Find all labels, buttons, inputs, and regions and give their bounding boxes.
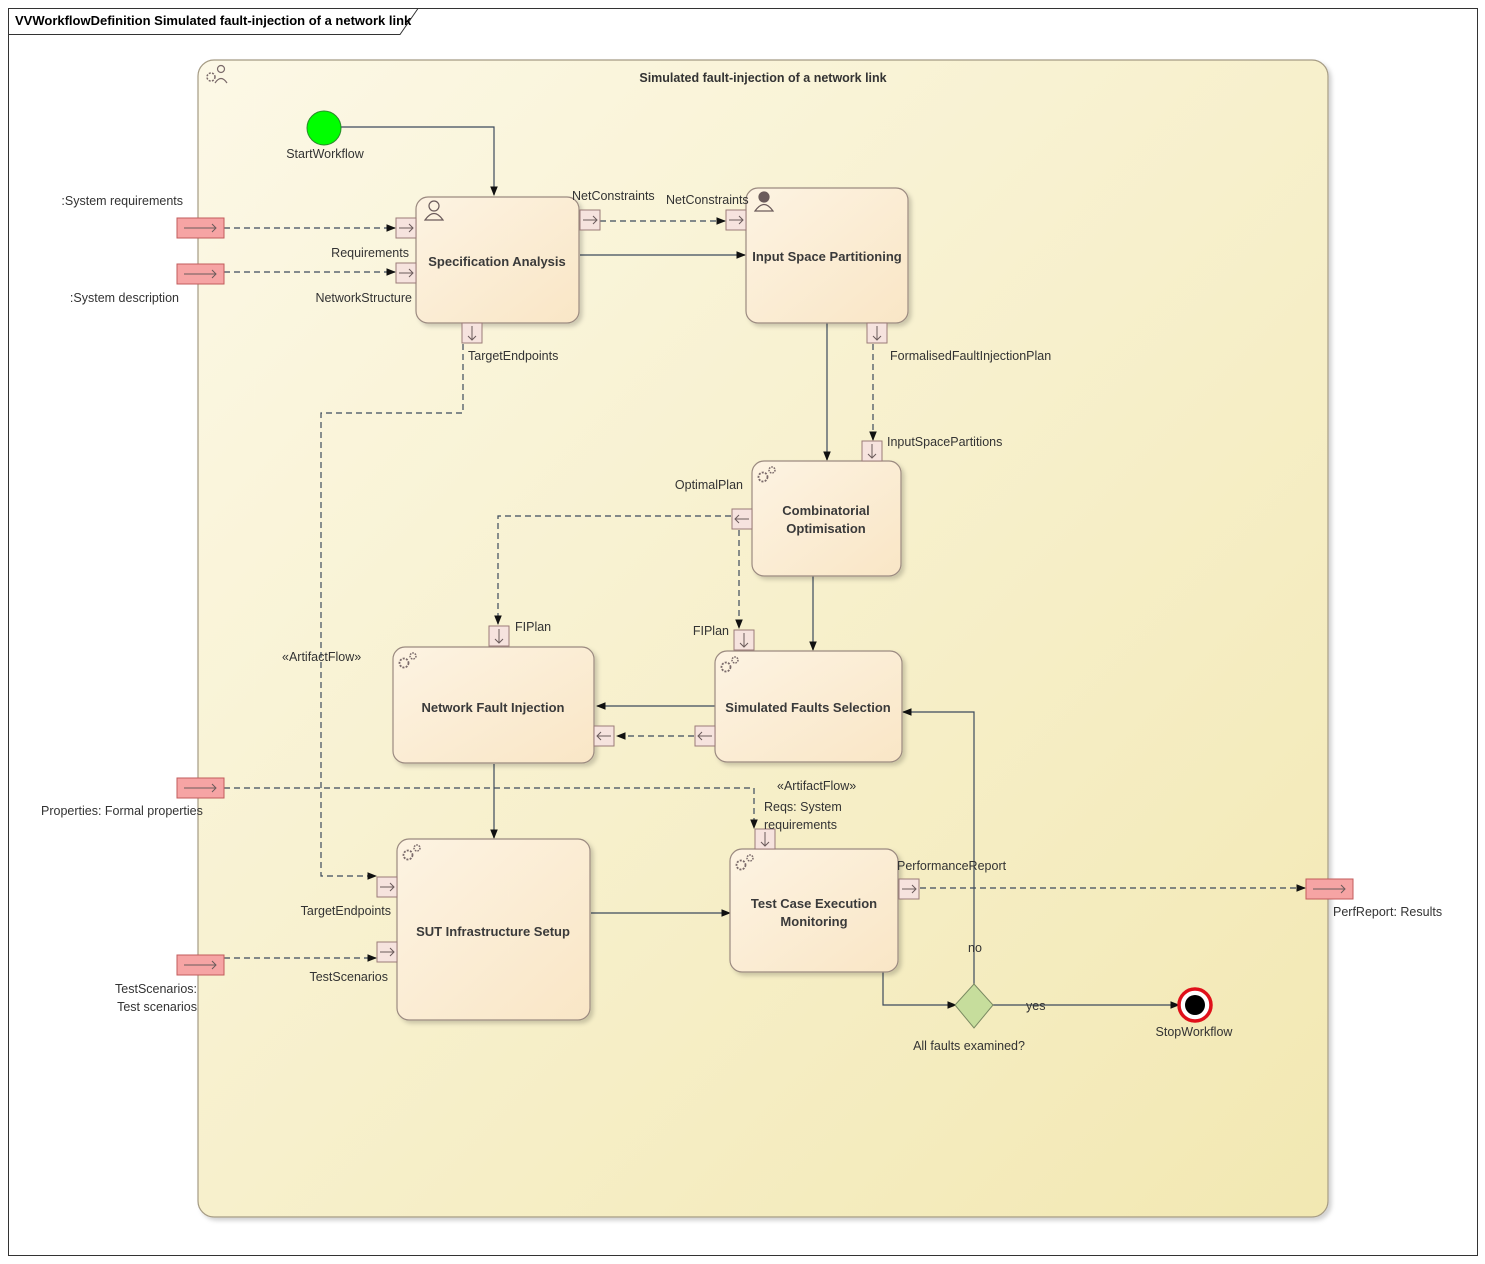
pin-label: FIPlan xyxy=(515,620,551,634)
stop-node[interactable] xyxy=(1177,987,1213,1023)
output-perf-report[interactable] xyxy=(1305,878,1354,900)
pin-label: TargetEndpoints xyxy=(468,349,558,363)
input-label: TestScenarios: xyxy=(115,982,197,996)
person-icon xyxy=(753,191,775,212)
activity-specification-analysis[interactable]: Specification Analysis xyxy=(415,196,580,324)
pin-fiplan-sfs[interactable] xyxy=(733,629,755,651)
input-properties[interactable] xyxy=(176,777,225,799)
activity-label: Network Fault Injection xyxy=(421,700,564,715)
pin-input-space-partitions[interactable] xyxy=(861,440,883,462)
pin-label: Reqs: System xyxy=(764,800,842,814)
start-label: StartWorkflow xyxy=(286,147,365,161)
pin-network-structure[interactable] xyxy=(395,262,417,284)
pin-label: TestScenarios xyxy=(309,970,388,984)
activity-label: Specification Analysis xyxy=(428,254,566,269)
input-label: Test scenarios xyxy=(117,1000,197,1014)
pin-label: FormalisedFaultInjectionPlan xyxy=(890,349,1051,363)
pin-formalised-plan[interactable] xyxy=(866,322,888,344)
activity-network-fault-injection[interactable]: Network Fault Injection xyxy=(392,646,595,764)
pin-net-constraints-in[interactable] xyxy=(725,209,747,231)
gear-person-icon xyxy=(206,64,228,84)
guard-yes: yes xyxy=(1026,999,1045,1013)
pin-nfi-in[interactable] xyxy=(593,725,615,747)
frame-title: VVWorkflowDefinition Simulated fault-inj… xyxy=(15,13,412,28)
start-node[interactable] xyxy=(306,110,342,146)
input-label: :System requirements xyxy=(61,194,183,208)
activity-input-space-partitioning[interactable]: Input Space Partitioning xyxy=(745,187,909,324)
pin-performance-report[interactable] xyxy=(898,878,920,900)
pin-label: requirements xyxy=(764,818,837,832)
gear-icon xyxy=(720,656,739,673)
gear-icon xyxy=(757,466,776,483)
activity-label: Input Space Partitioning xyxy=(752,249,902,264)
activity-label: Combinatorial xyxy=(782,503,869,518)
pin-label: TargetEndpoints xyxy=(301,904,391,918)
activity-label: Monitoring xyxy=(780,914,847,929)
pin-target-endpoints-in[interactable] xyxy=(376,876,398,898)
pin-label: Requirements xyxy=(331,246,409,260)
pin-label: NetworkStructure xyxy=(315,291,412,305)
input-test-scenarios[interactable] xyxy=(176,954,225,976)
input-system-description[interactable] xyxy=(176,263,225,285)
activity-test-case-execution-monitoring[interactable]: Test Case Execution Monitoring xyxy=(729,848,899,973)
pin-requirements[interactable] xyxy=(395,217,417,239)
pin-label: InputSpacePartitions xyxy=(887,435,1002,449)
pin-label: NetConstraints xyxy=(666,193,749,207)
decision-node[interactable] xyxy=(954,983,994,1029)
pin-label: OptimalPlan xyxy=(675,478,743,492)
pin-reqs-system[interactable] xyxy=(754,828,776,850)
activity-simulated-faults-selection[interactable]: Simulated Faults Selection xyxy=(714,650,903,763)
person-icon xyxy=(423,200,445,221)
pin-label: PerformanceReport xyxy=(897,859,1007,873)
activity-sut-infrastructure-setup[interactable]: SUT Infrastructure Setup xyxy=(396,838,591,1021)
gear-icon xyxy=(398,652,417,669)
pin-optimal-plan[interactable] xyxy=(731,508,753,530)
activity-label: Test Case Execution xyxy=(751,896,877,911)
stereotype-label: «ArtifactFlow» xyxy=(777,779,856,793)
input-label: :System description xyxy=(70,291,179,305)
activity-combinatorial-optimisation[interactable]: Combinatorial Optimisation xyxy=(751,460,902,577)
guard-no: no xyxy=(968,941,982,955)
gear-icon xyxy=(402,844,421,861)
activity-label: SUT Infrastructure Setup xyxy=(416,924,570,939)
input-system-requirements[interactable] xyxy=(176,217,225,239)
container-title: Simulated fault-injection of a network l… xyxy=(639,71,886,85)
pin-sfs-out[interactable] xyxy=(694,725,716,747)
pin-target-endpoints-out[interactable] xyxy=(461,322,483,344)
pin-label: FIPlan xyxy=(693,624,729,638)
activity-label: Simulated Faults Selection xyxy=(725,700,890,715)
pin-test-scenarios-in[interactable] xyxy=(376,941,398,963)
gear-icon xyxy=(735,854,754,871)
stereotype-label: «ArtifactFlow» xyxy=(282,650,361,664)
output-label: PerfReport: Results xyxy=(1333,905,1442,919)
pin-label: NetConstraints xyxy=(572,189,655,203)
decision-label: All faults examined? xyxy=(913,1039,1025,1053)
pin-fiplan-nfi[interactable] xyxy=(488,625,510,647)
stop-label: StopWorkflow xyxy=(1156,1025,1234,1039)
activity-label: Optimisation xyxy=(786,521,866,536)
pin-net-constraints-out[interactable] xyxy=(579,209,601,231)
input-label: Properties: Formal properties xyxy=(41,804,203,818)
